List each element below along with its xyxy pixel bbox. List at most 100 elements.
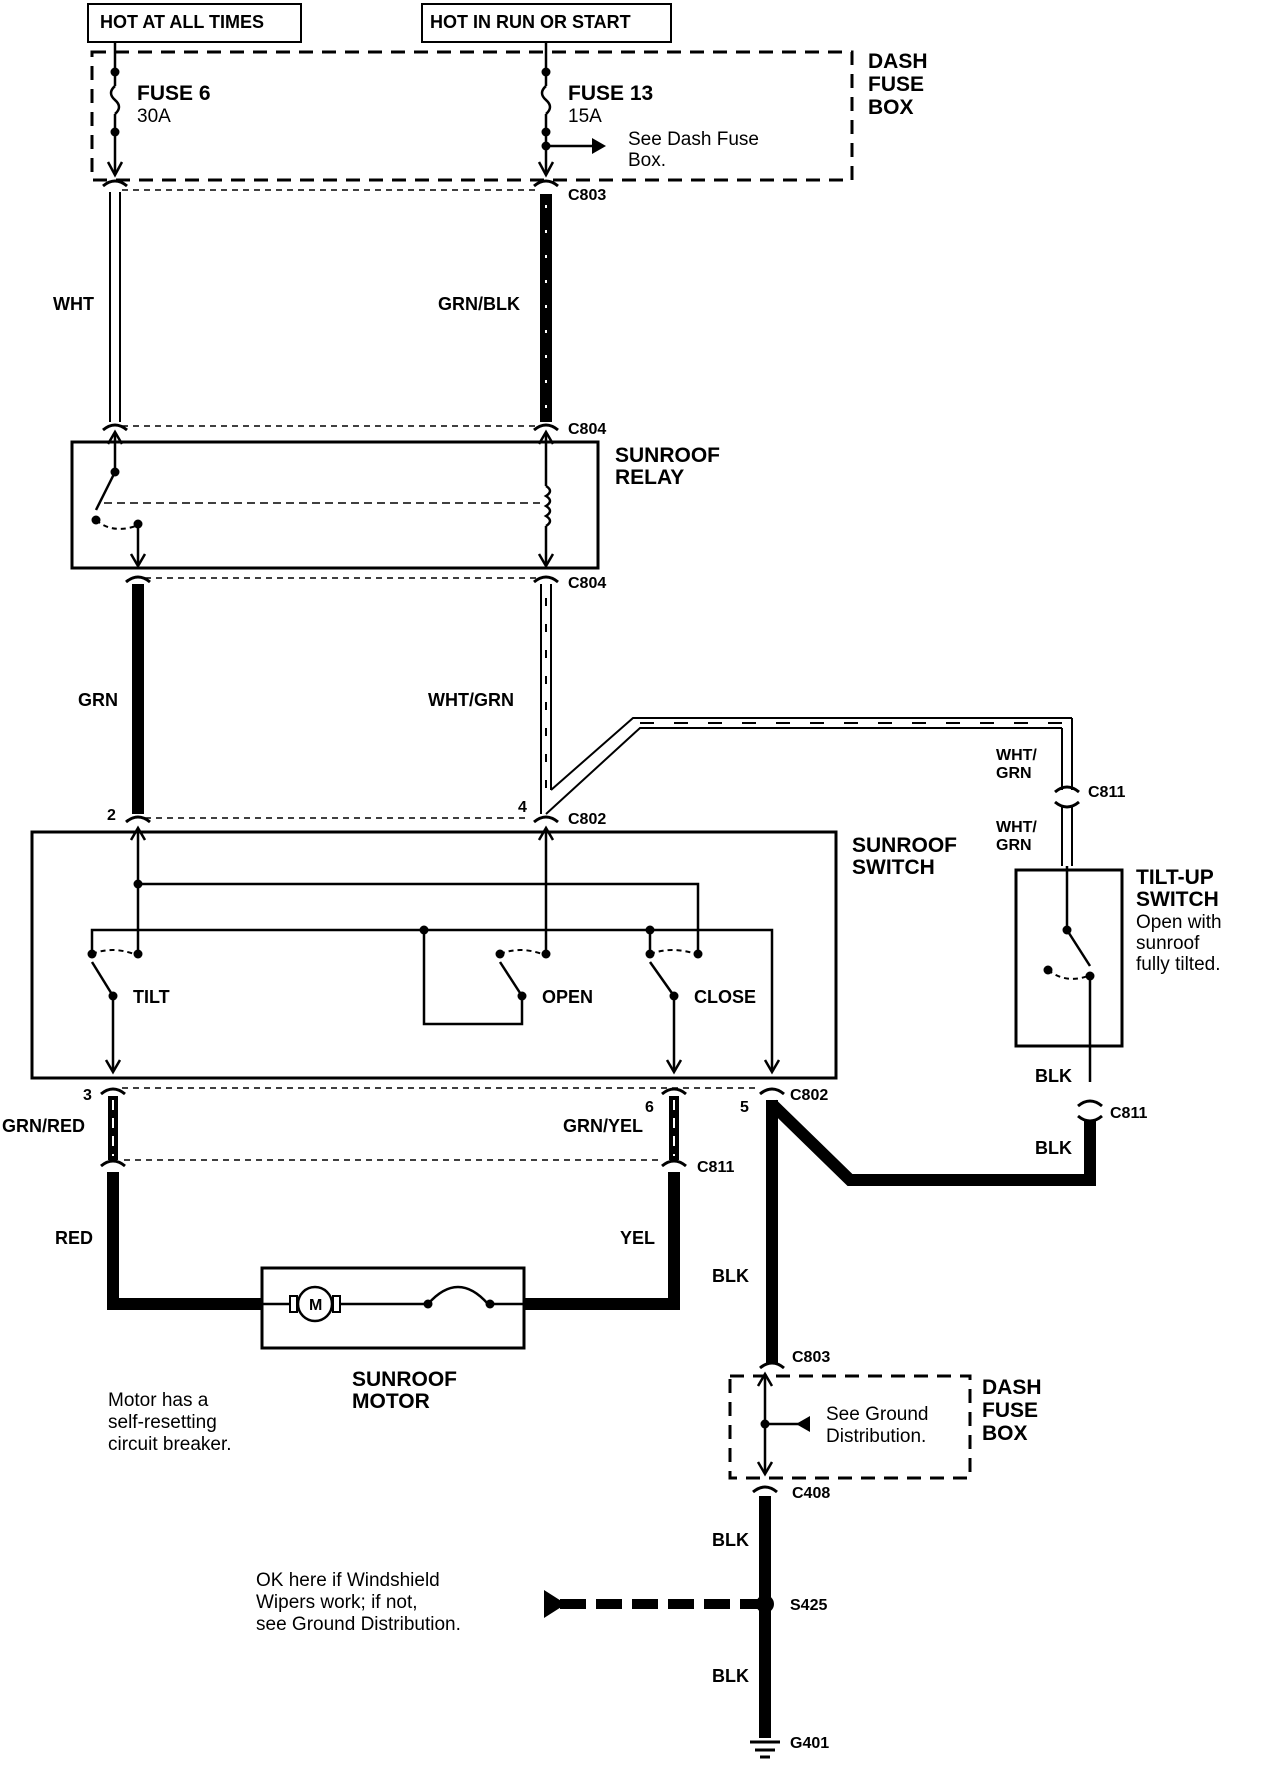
tiltup-note-3: fully tilted. (1136, 954, 1220, 975)
pin-5: 5 (740, 1099, 749, 1116)
switch-label-1: SUNROOF (852, 834, 957, 857)
c802-bottom-label: C802 (790, 1087, 828, 1104)
wht-grn-upper-1: WHT/ (996, 747, 1037, 764)
c811-right-top-label: C811 (1088, 784, 1125, 801)
connector-c811-motor: C811 (100, 1159, 734, 1176)
blk-tiltup-upper: BLK (1035, 1066, 1072, 1086)
grn-label: GRN (78, 690, 118, 710)
tiltup-label-2: SWITCH (1136, 888, 1219, 911)
blk-tiltup-lower: BLK (1035, 1138, 1072, 1158)
wht-grn-label: WHT/GRN (428, 690, 514, 710)
connector-c811-right-top: C811 WHT/ GRN WHT/ GRN (996, 747, 1125, 866)
wire-wht: WHT (53, 192, 121, 422)
ground-note-3: see Ground Distribution. (256, 1614, 461, 1635)
grn-red-label: GRN/RED (2, 1116, 85, 1136)
hot-in-run-or-start-box: HOT IN RUN OR START (421, 3, 672, 43)
hot-in-run-or-start-label: HOT IN RUN OR START (430, 12, 631, 32)
hot-at-all-times-box: HOT AT ALL TIMES (87, 3, 302, 43)
motor-note-3: circuit breaker. (108, 1434, 232, 1455)
see-dash-fuse-box-note-1: See Dash Fuse (628, 129, 759, 150)
c811-right-bottom-label: C811 (1110, 1105, 1147, 1122)
connector-c803-bottom: C803 (759, 1349, 830, 1370)
motor-note-1: Motor has a (108, 1390, 209, 1411)
c803-bottom-label: C803 (792, 1349, 830, 1366)
grn-blk-label: GRN/BLK (438, 294, 520, 314)
open-switch-contact: OPEN (422, 825, 593, 1026)
connector-c408: C408 (752, 1485, 830, 1502)
motor-label-1: SUNROOF (352, 1368, 457, 1391)
c804-bottom-label: C804 (568, 575, 606, 592)
dash-fuse-box-bottom-label-3: BOX (982, 1422, 1028, 1445)
c408-label: C408 (792, 1485, 830, 1502)
wire-red: RED (55, 1172, 262, 1310)
see-ground-note-2: Distribution. (826, 1426, 926, 1447)
s425-label: S425 (790, 1597, 827, 1614)
wht-grn-lower-1: WHT/ (996, 819, 1037, 836)
motor-label-2: MOTOR (352, 1390, 430, 1413)
relay-label-1: SUNROOF (615, 444, 720, 467)
pin-6: 6 (645, 1099, 654, 1116)
tiltup-label-1: TILT-UP (1136, 866, 1214, 889)
ground-note-1: OK here if Windshield (256, 1570, 440, 1591)
fuse-6-name: FUSE 6 (137, 82, 211, 105)
blk-g401-label: BLK (712, 1666, 749, 1686)
connector-c802-top: 2 4 C802 (107, 799, 606, 828)
red-label: RED (55, 1228, 93, 1248)
wire-grn: GRN (78, 584, 144, 814)
wire-blk-tiltup: BLK C811 BLK (767, 1066, 1147, 1186)
pin-2: 2 (107, 807, 116, 824)
dash-fuse-box-bottom-label-1: DASH (982, 1376, 1042, 1399)
wire-wht-grn: WHT/GRN (428, 584, 1073, 815)
blk-c408-label: BLK (712, 1530, 749, 1550)
switch-label-2: SWITCH (852, 856, 935, 879)
grn-yel-label: GRN/YEL (563, 1116, 643, 1136)
pin-3: 3 (83, 1087, 92, 1104)
c803-top-label: C803 (568, 187, 606, 204)
dash-fuse-box-bottom: See Ground Distribution. DASH FUSE BOX (728, 1371, 1042, 1480)
sunroof-relay: SUNROOF RELAY (70, 429, 720, 570)
motor-symbol: M (309, 1297, 322, 1314)
fuse-13-rating: 15A (568, 106, 602, 127)
close-label: CLOSE (694, 987, 756, 1007)
wire-grn-blk: GRN/BLK (438, 194, 552, 422)
ground-g401: G401 (750, 1735, 829, 1759)
tilt-switch-contact: TILT (87, 949, 170, 1075)
dash-fuse-box-top-label-2: FUSE (868, 73, 924, 96)
see-ground-note-1: See Ground (826, 1404, 928, 1425)
wire-yel: YEL (524, 1172, 680, 1310)
tilt-up-switch: TILT-UP SWITCH Open with sunroof fully t… (1014, 866, 1222, 1082)
wire-blk-ground: BLK BLK (712, 1496, 771, 1738)
see-dash-fuse-box-note-2: Box. (628, 150, 666, 171)
wht-grn-upper-2: GRN (996, 765, 1032, 782)
motor-note-2: self-resetting (108, 1412, 217, 1433)
wire-grn-yel: GRN/YEL (563, 1096, 679, 1160)
yel-label: YEL (620, 1228, 655, 1248)
hot-at-all-times-label: HOT AT ALL TIMES (100, 12, 264, 32)
blk-main-label: BLK (712, 1266, 749, 1286)
wire-blk-main: BLK (712, 1100, 778, 1364)
wht-label: WHT (53, 294, 94, 314)
tilt-label: TILT (133, 987, 170, 1007)
c804-top-label: C804 (568, 421, 606, 438)
splice-s425: S425 OK here if Windshield Wipers work; … (256, 1570, 827, 1635)
tiltup-note-1: Open with (1136, 912, 1222, 933)
dash-fuse-box-bottom-label-2: FUSE (982, 1399, 1038, 1422)
sunroof-switch: SUNROOF SWITCH TILT (30, 825, 957, 1080)
wire-grn-red: GRN/RED (2, 1096, 118, 1160)
connector-c802-bottom: 3 6 5 C802 (83, 1087, 828, 1116)
wht-grn-lower-2: GRN (996, 837, 1032, 854)
tiltup-note-2: sunroof (1136, 933, 1200, 954)
fuse-13-name: FUSE 13 (568, 82, 653, 105)
connector-c803-top: C803 (102, 179, 606, 204)
c811-motor-label: C811 (697, 1159, 734, 1176)
connector-c804-top: C804 (102, 421, 606, 438)
dash-fuse-box-top-label-1: DASH (868, 50, 928, 73)
fuse-6-rating: 30A (137, 106, 171, 127)
dash-fuse-box-top: DASH FUSE BOX (90, 50, 928, 182)
dash-fuse-box-top-label-3: BOX (868, 96, 914, 119)
close-switch-contact: CLOSE (645, 930, 756, 1075)
connector-c804-bottom: C804 (125, 575, 606, 592)
pin-4: 4 (518, 799, 527, 816)
fuse-6: FUSE 6 30A (106, 42, 211, 178)
